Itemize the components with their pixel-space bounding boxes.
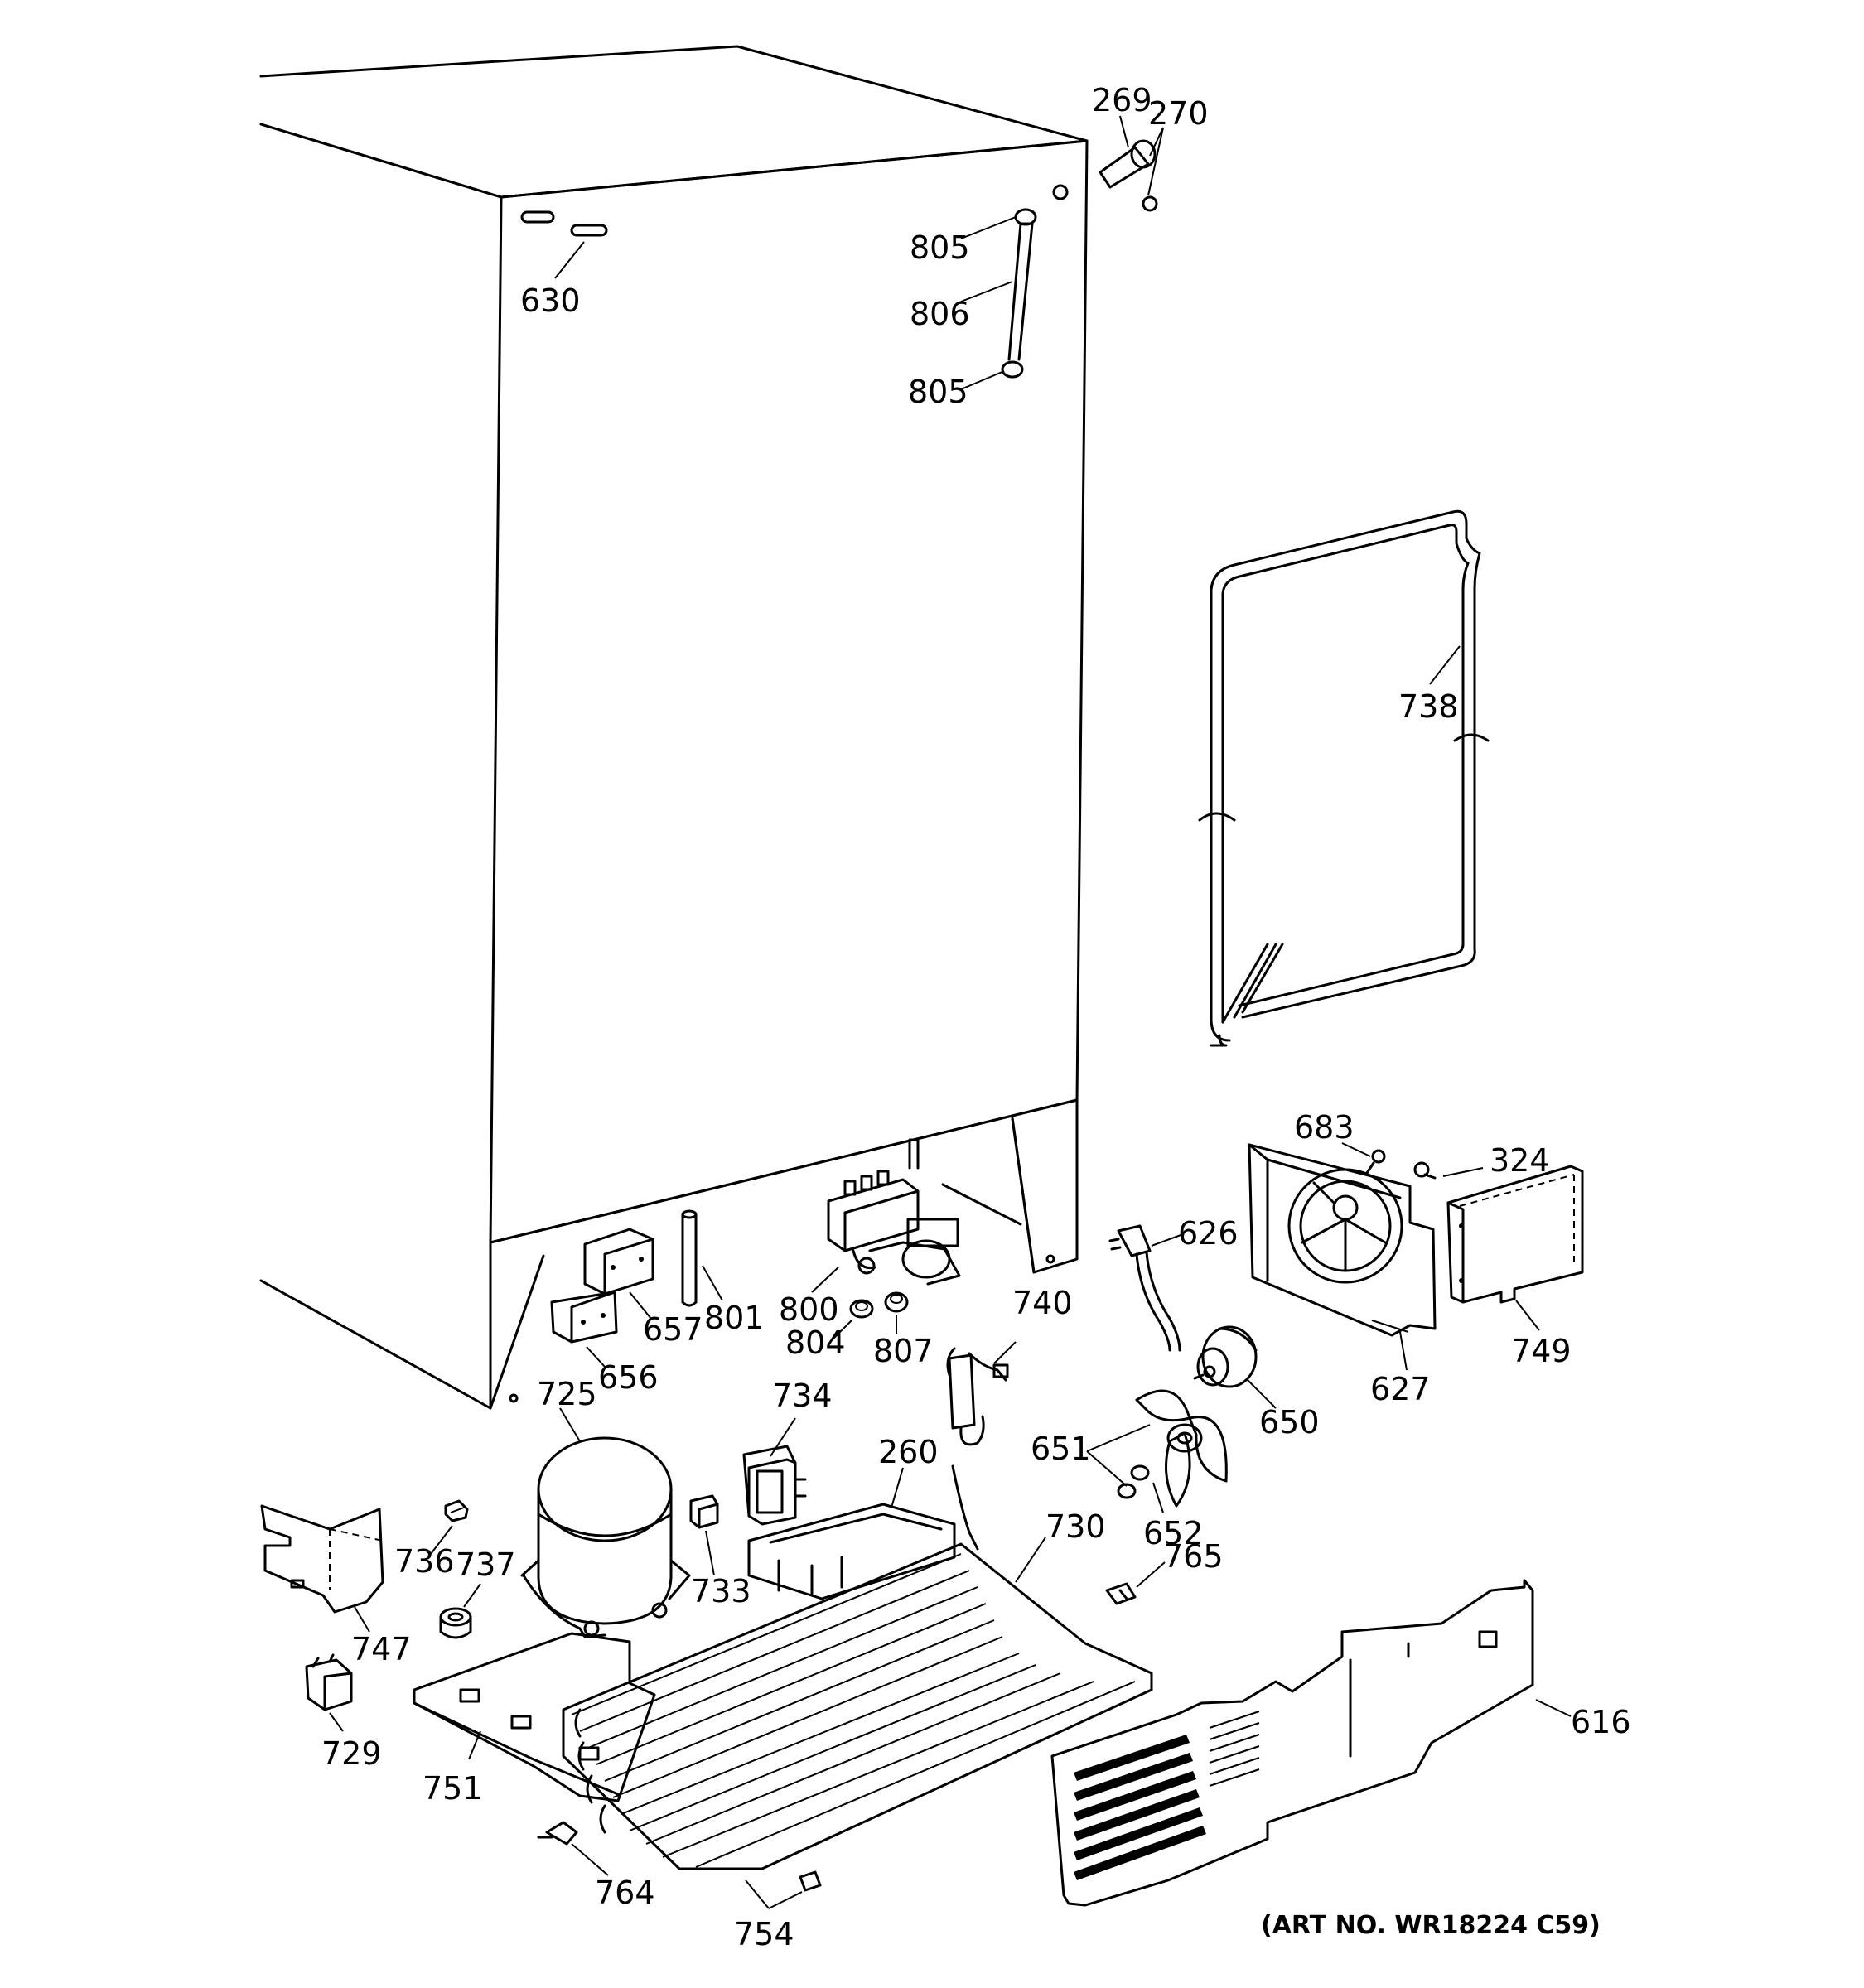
label-657: 657: [643, 1311, 703, 1348]
label-683: 683: [1294, 1109, 1355, 1146]
part-626-power-cord: [1108, 1224, 1181, 1352]
part-747-terminal-cover: [260, 1504, 384, 1614]
part-736-clip: [444, 1499, 469, 1522]
label-269: 269: [1092, 82, 1152, 118]
label-737: 737: [456, 1546, 516, 1583]
part-749-cover-panel: [1446, 1165, 1584, 1304]
part-738-heater-loop: [1198, 509, 1490, 1047]
label-630: 630: [520, 282, 581, 319]
label-729: 729: [321, 1735, 382, 1772]
label-801: 801: [704, 1300, 765, 1336]
part-269-tube-clip: [1099, 139, 1158, 212]
label-751: 751: [423, 1770, 483, 1807]
part-260-drain-pan: [747, 1503, 956, 1600]
part-754-clip: [799, 1870, 822, 1892]
label-800: 800: [779, 1291, 839, 1328]
part-733-overload: [689, 1494, 719, 1529]
label-260: 260: [878, 1434, 939, 1470]
part-630-drain-tubes: [520, 210, 608, 237]
label-725: 725: [537, 1376, 597, 1412]
label-805-bottom: 805: [908, 374, 968, 410]
label-733: 733: [691, 1573, 751, 1609]
part-657-bracket: [583, 1228, 654, 1296]
label-806: 806: [910, 296, 970, 332]
part-652-washer: [1117, 1464, 1150, 1499]
label-805-top: 805: [910, 229, 970, 266]
label-764: 764: [595, 1875, 655, 1911]
refrigerator-cabinet: [259, 45, 1089, 1410]
label-765: 765: [1163, 1538, 1224, 1575]
part-651-fan-blade: [1135, 1389, 1228, 1508]
label-626: 626: [1178, 1215, 1239, 1252]
label-807: 807: [873, 1333, 934, 1369]
part-806-hose: [1001, 208, 1037, 379]
label-804: 804: [785, 1325, 846, 1361]
part-730-condenser: [562, 1464, 1153, 1870]
label-740: 740: [1012, 1285, 1073, 1321]
art-number-caption: (ART NO. WR18224 C59): [1261, 1911, 1601, 1940]
part-800-water-valve: [827, 1138, 961, 1286]
label-324: 324: [1490, 1142, 1550, 1179]
grille-slots: [1074, 1735, 1206, 1880]
part-765-clip: [1105, 1582, 1137, 1605]
label-747: 747: [351, 1631, 412, 1667]
label-749: 749: [1511, 1333, 1572, 1369]
part-801-tube: [681, 1209, 698, 1307]
part-807-nut: [884, 1291, 909, 1313]
label-754: 754: [734, 1916, 794, 1952]
label-730: 730: [1045, 1508, 1106, 1545]
part-616-grille: [1050, 1579, 1534, 1907]
part-804-nut: [849, 1299, 874, 1319]
label-736: 736: [394, 1543, 455, 1580]
part-737-grommet: [439, 1607, 472, 1639]
part-725-compressor: [520, 1436, 691, 1638]
label-650: 650: [1259, 1404, 1320, 1440]
label-627: 627: [1370, 1371, 1431, 1407]
part-683-screw: [1365, 1149, 1386, 1175]
label-616: 616: [1571, 1704, 1631, 1740]
part-324-screw: [1413, 1161, 1437, 1180]
part-734-relay: [742, 1445, 807, 1526]
label-651: 651: [1031, 1431, 1091, 1467]
label-652: 652: [1143, 1515, 1204, 1551]
label-656: 656: [598, 1359, 659, 1396]
part-650-fan-motor: [1193, 1325, 1258, 1388]
part-627-fan-shroud: [1248, 1143, 1437, 1337]
part-740-harness: [946, 1347, 1009, 1446]
part-764-clip: [537, 1821, 578, 1846]
part-656-bracket: [550, 1291, 618, 1344]
label-738: 738: [1398, 688, 1459, 725]
label-734: 734: [772, 1378, 833, 1414]
label-270: 270: [1148, 95, 1209, 132]
part-729-capacitor: [305, 1653, 353, 1711]
